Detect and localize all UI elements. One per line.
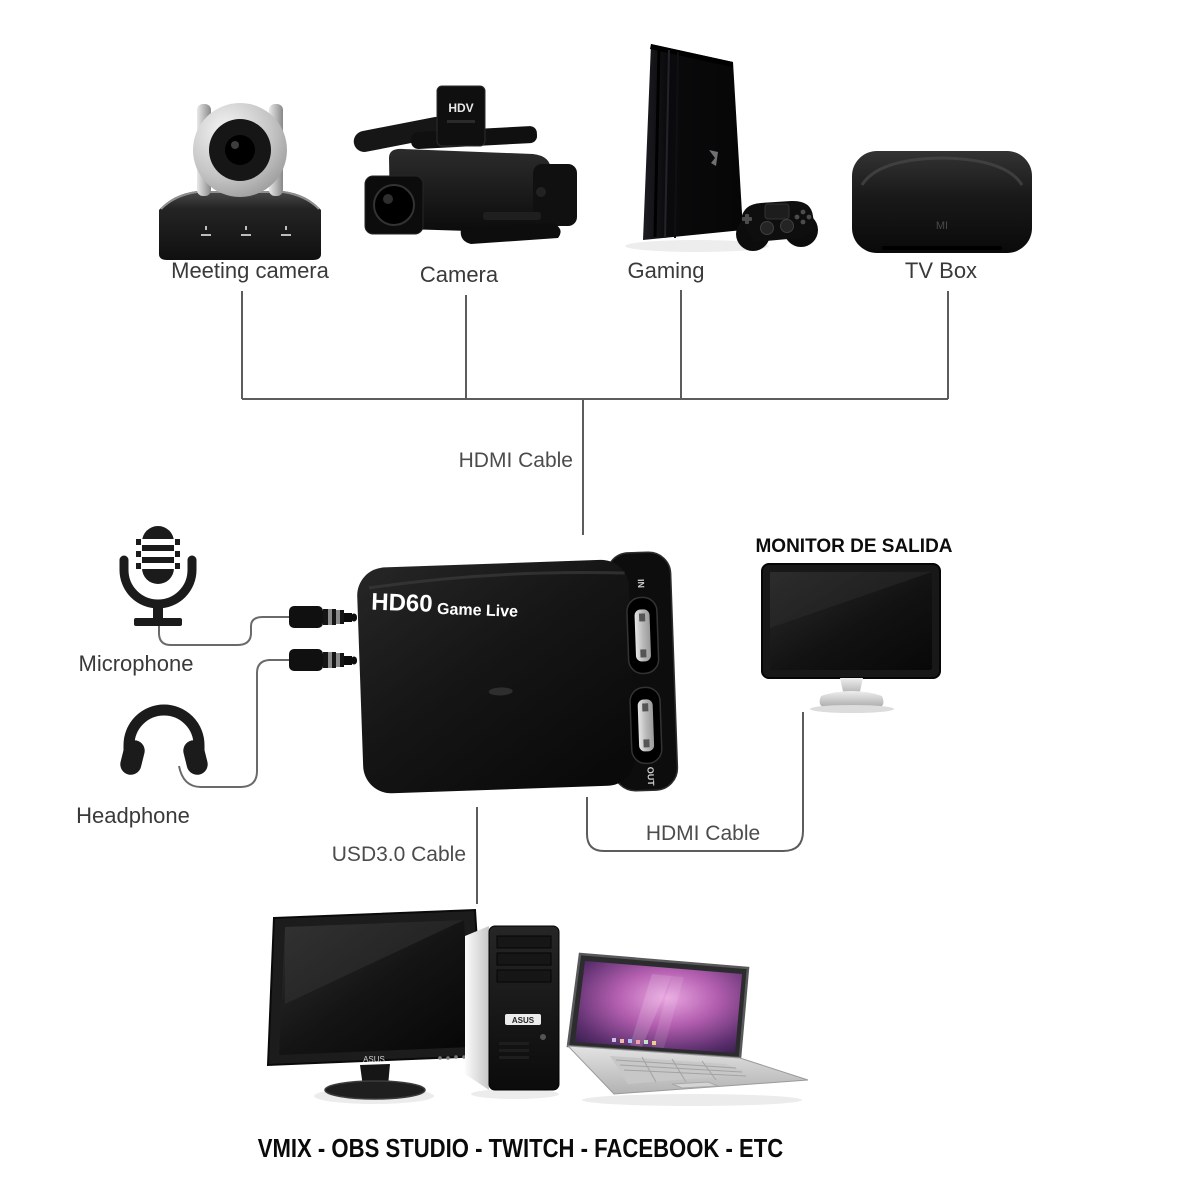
audio-jack-headphone-icon	[289, 649, 357, 671]
capture-card-brand: HD60	[371, 589, 433, 618]
microphone-image	[112, 526, 204, 628]
wire-microphone	[158, 612, 289, 646]
capture-card-series: Game Live	[437, 601, 519, 621]
desktop-monitor-icon: ASUS	[266, 908, 486, 1104]
tv-box-label: TV Box	[904, 258, 978, 283]
tv-box-icon: MI	[852, 151, 1032, 253]
capture-card-icon: HD60 Game Live IN	[357, 551, 679, 794]
hdmi-out-port-icon	[629, 686, 663, 765]
gaming-console-image	[585, 32, 825, 264]
tv-box-image: MI	[848, 145, 1036, 263]
gaming-label: Gaming	[627, 258, 705, 283]
hdmi-cable-top-label: HDMI Cable	[458, 449, 573, 472]
camcorder-icon: HDV	[353, 85, 577, 244]
ps4-console-icon	[625, 44, 818, 252]
desktop-tower-image: ASUS	[455, 922, 570, 1100]
wire-headphone	[178, 659, 289, 788]
microphone-label: Microphone	[78, 651, 194, 676]
headphone-icon	[120, 704, 208, 775]
usb-cable-label: USD3.0 Cable	[331, 843, 466, 866]
port-out-label: OUT	[645, 767, 656, 787]
headphone-label: Headphone	[76, 803, 190, 828]
laptop-icon	[566, 952, 809, 1106]
game-controller-icon	[736, 200, 818, 251]
camera-image: HDV	[345, 72, 585, 270]
wire-hdmi-out	[586, 712, 804, 852]
hdmi-cable-out-label: HDMI Cable	[645, 822, 761, 845]
desktop-monitor-brand: ASUS	[363, 1055, 385, 1064]
meeting-camera-image	[145, 88, 335, 266]
hdmi-in-port-icon	[626, 596, 660, 675]
microphone-icon	[119, 526, 197, 626]
desktop-monitor-image: ASUS	[262, 908, 497, 1106]
laptop-image	[552, 952, 817, 1107]
output-monitor-label: MONITOR DE SALIDA	[755, 536, 953, 557]
camera-label: Camera	[419, 262, 499, 287]
meeting-camera-label: Meeting camera	[171, 258, 329, 283]
output-monitor-image	[758, 562, 946, 714]
ptz-camera-icon	[159, 103, 321, 260]
capture-card-image: HD60 Game Live IN	[348, 543, 683, 808]
tv-box-badge: MI	[936, 220, 948, 232]
audio-jack-mic-icon	[289, 606, 357, 628]
headphone-image	[118, 698, 210, 786]
desktop-tower-icon: ASUS	[465, 925, 560, 1099]
camcorder-badge: HDV	[448, 101, 473, 115]
monitor-icon	[761, 563, 941, 713]
platforms-caption: VMIX - OBS STUDIO - TWITCH - FACEBOOK - …	[257, 1133, 784, 1163]
port-in-label: IN	[636, 579, 646, 588]
tower-brand: ASUS	[512, 1016, 535, 1025]
